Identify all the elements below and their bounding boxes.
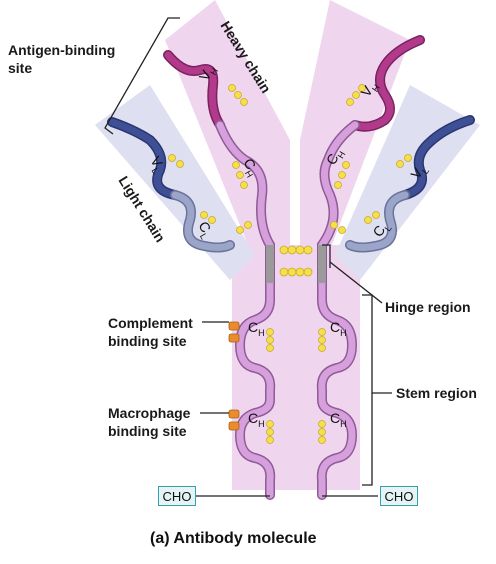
hinge-bond-bead: [296, 246, 304, 254]
hinge-region-label: Hinge region: [385, 299, 471, 315]
stem-bond-bead: [319, 337, 326, 344]
cho-left-box: CHO: [158, 486, 196, 506]
stem-bond-bead: [319, 437, 326, 444]
complement-binding-site-label: Complement: [108, 315, 193, 331]
antigen-binding-site-label: Antigen-binding: [8, 42, 115, 58]
stem-region-bracket: [362, 295, 372, 485]
intrachain-bond-bead: [241, 182, 248, 189]
hinge-bond-bead: [304, 246, 312, 254]
stem-region-label: Stem region: [396, 385, 477, 401]
intrachain-bond-bead: [353, 92, 360, 99]
intrachain-bond-bead: [229, 85, 236, 92]
cho-right-box: CHO: [380, 486, 418, 506]
intrachain-bond-bead: [235, 92, 242, 99]
hinge-bond-bead: [280, 268, 288, 276]
interchain-bond-bead: [331, 222, 338, 229]
stem-bond-bead: [267, 437, 274, 444]
macrophage-binding-site-label: Macrophage: [108, 405, 191, 421]
interchain-bond-bead: [339, 227, 346, 234]
interchain-bond-bead: [237, 227, 244, 234]
intrachain-bond-bead: [405, 155, 412, 162]
intrachain-bond-bead: [365, 217, 372, 224]
intrachain-bond-bead: [177, 161, 184, 168]
hinge-bond-bead: [288, 268, 296, 276]
hinge-bond-bead: [304, 268, 312, 276]
stem-bond-bead: [319, 329, 326, 336]
intrachain-bond-bead: [343, 162, 350, 169]
stem-bond-bead: [267, 345, 274, 352]
intrachain-bond-bead: [237, 172, 244, 179]
stem-bond-bead: [267, 421, 274, 428]
stem-bond-bead: [267, 429, 274, 436]
intrachain-bond-bead: [241, 99, 248, 106]
figure-caption: (a) Antibody molecule: [150, 530, 317, 548]
intrachain-bond-bead: [373, 212, 380, 219]
intrachain-bond-bead: [169, 155, 176, 162]
intrachain-bond-bead: [339, 172, 346, 179]
stem-bond-bead: [319, 421, 326, 428]
intrachain-bond-bead: [397, 161, 404, 168]
interchain-bond-bead: [245, 222, 252, 229]
macrophage-binding-site-label-line2: binding site: [108, 423, 187, 439]
intrachain-bond-bead: [233, 162, 240, 169]
macrophage-binding-marker: [229, 422, 239, 430]
stem-bond-bead: [267, 329, 274, 336]
complement-binding-marker: [229, 334, 239, 342]
stem-bond-bead: [319, 345, 326, 352]
antigen-binding-site-label-line2: site: [8, 60, 32, 76]
hinge-bond-bead: [280, 246, 288, 254]
intrachain-bond-bead: [347, 99, 354, 106]
left-hinge-segment: [266, 245, 274, 283]
stem-bond-bead: [267, 337, 274, 344]
intrachain-bond-bead: [335, 182, 342, 189]
complement-binding-site-label-line2: binding site: [108, 333, 187, 349]
complement-binding-marker: [229, 322, 239, 330]
hinge-bond-bead: [288, 246, 296, 254]
macrophage-binding-marker: [229, 410, 239, 418]
stem-bond-bead: [319, 429, 326, 436]
intrachain-bond-bead: [201, 212, 208, 219]
right-hinge-segment: [318, 245, 326, 283]
hinge-bond-bead: [296, 268, 304, 276]
